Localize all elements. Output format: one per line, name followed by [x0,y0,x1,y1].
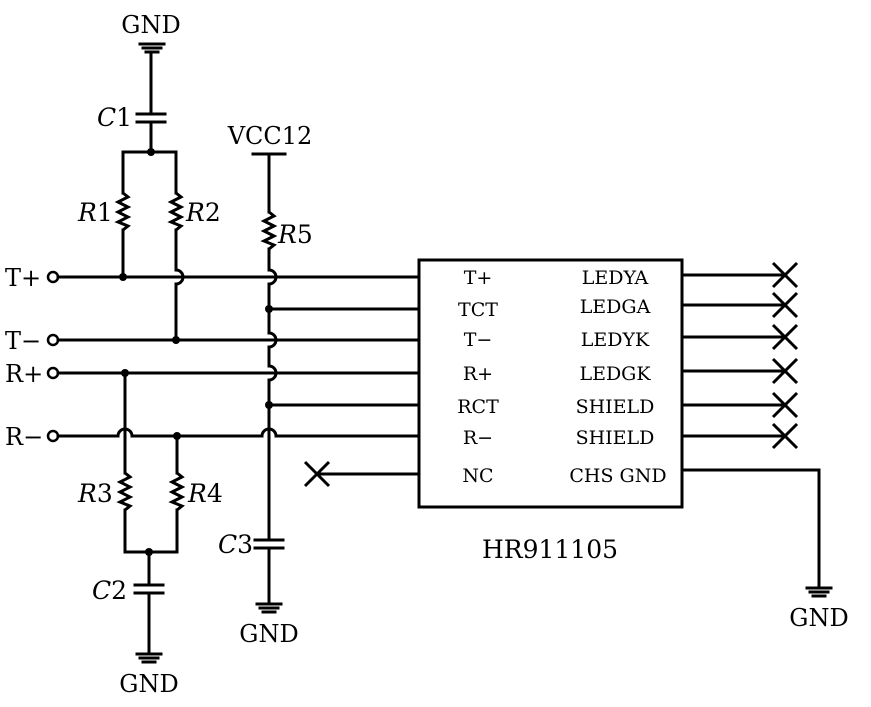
gnd-label-c3: GND [239,620,298,648]
gnd-label-top: GND [121,11,180,39]
pin-label-nc: NC [462,465,493,487]
resistor-r4 [168,471,186,512]
pin-label-ledyk: LEDYK [581,329,650,351]
gnd-label-chs: GND [789,604,848,632]
r2-label: R2 [185,198,221,227]
ic-left-pin-labels: T+ TCT T− R+ RCT R− NC [457,267,499,487]
pin-label-chs-gnd: CHS GND [569,465,666,487]
resistor-r2 [167,191,185,232]
pin-label-tminus: T− [464,329,493,351]
resistor-r3 [116,471,134,512]
part-number-label: HR911105 [482,535,618,564]
no-connect-ledga [771,291,799,319]
gnd-symbol-c3 [255,602,283,614]
vcc12-label: VCC12 [227,122,313,150]
junction-dot [119,273,127,281]
resistor-r1 [114,191,132,232]
terminal-rminus-label: R− [5,423,43,451]
pin-label-rplus: R+ [463,363,493,385]
c3-label: C3 [218,530,253,559]
no-connect-ledya [771,261,799,289]
no-connect-nc [303,460,331,488]
terminal-tplus-label: T+ [5,264,41,292]
terminal-tminus-label: T− [5,327,41,355]
resistor-r5 [260,210,278,251]
ic-hr911105 [417,258,684,509]
pin-label-rct: RCT [457,396,499,418]
no-connect-ledgk [771,357,799,385]
pin-label-ledgk: LEDGK [579,363,651,385]
r3-label: R3 [77,479,113,508]
no-connect-shield-1 [771,391,799,419]
c1-label: C1 [97,103,132,132]
gnd-label-c2: GND [119,670,178,698]
pin-label-rminus: R− [463,427,493,449]
pin-label-tplus: T+ [464,267,493,289]
gnd-symbol-c2 [135,652,163,664]
pin-label-ledya: LEDYA [582,267,649,289]
r4-label: R4 [187,479,223,508]
pin-label-ledga: LEDGA [580,296,651,318]
pin-label-tct: TCT [458,299,498,321]
pin-label-shield-2: SHIELD [576,427,655,449]
pin-label-shield-1: SHIELD [576,396,655,418]
no-connect-shield-2 [771,422,799,450]
gnd-symbol-chs [805,586,833,598]
ic-right-pin-labels: LEDYA LEDGA LEDYK LEDGK SHIELD SHIELD CH… [569,267,666,487]
r1-label: R1 [77,198,113,227]
no-connect-ledyk [771,323,799,351]
c2-label: C2 [92,576,127,605]
terminal-rplus-label: R+ [5,360,43,388]
r5-label: R5 [277,220,313,249]
right-pin-wires [680,273,787,438]
junction-dot [172,336,180,344]
